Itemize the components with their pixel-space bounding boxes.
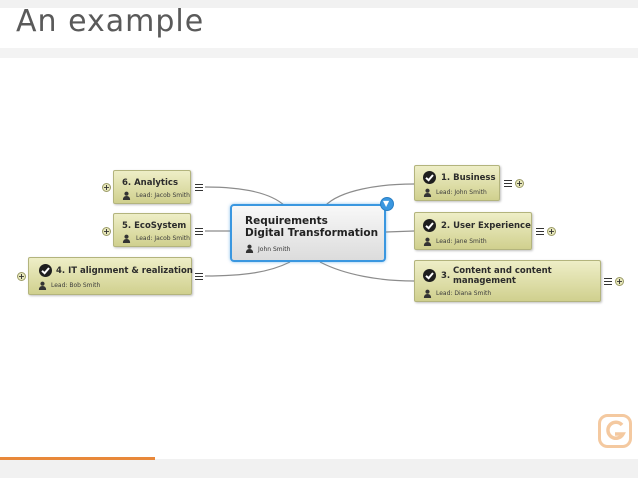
plus-icon[interactable]: + <box>515 179 524 188</box>
node-content-management[interactable]: 3. Content and content management Lead: … <box>414 260 601 302</box>
checkmark-icon <box>39 264 52 277</box>
central-owner: John Smith <box>258 246 291 253</box>
node-title: 2. User Experience <box>441 221 531 231</box>
footer-bar <box>0 459 638 478</box>
node-title: Content and content management <box>453 266 552 286</box>
notes-icon[interactable] <box>195 184 203 191</box>
person-icon <box>38 281 47 290</box>
node-title: 1. Business <box>441 173 496 183</box>
central-title-line1: Requirements <box>245 215 328 227</box>
link-it <box>204 261 291 277</box>
footer-accent-line <box>0 457 155 460</box>
link-content <box>319 261 415 282</box>
node-title: 5. EcoSystem <box>122 221 187 231</box>
node-title-line1: Content and content <box>453 266 552 276</box>
link-business <box>324 183 415 207</box>
central-title-line2: Digital Transformation <box>245 227 379 239</box>
node-lead: Lead: Jane Smith <box>436 238 487 245</box>
notes-icon[interactable] <box>604 278 612 285</box>
checkmark-icon <box>423 171 436 184</box>
link-analytics <box>204 186 286 207</box>
person-icon <box>122 234 131 243</box>
node-lead: Lead: Jacob Smith <box>136 235 190 242</box>
node-ecosystem[interactable]: 5. EcoSystem Lead: Jacob Smith <box>113 213 191 247</box>
node-title-line2: management <box>453 276 516 286</box>
node-user-experience[interactable]: 2. User Experience Lead: Jane Smith <box>414 212 532 250</box>
person-icon <box>122 191 131 200</box>
plus-icon[interactable]: + <box>615 277 624 286</box>
top-strip <box>0 0 638 8</box>
link-ux <box>385 230 415 233</box>
plus-icon[interactable]: + <box>102 183 111 192</box>
notes-icon[interactable] <box>195 228 203 235</box>
central-topic[interactable]: Requirements Digital Transformation John… <box>230 204 386 262</box>
slide-title: An example <box>16 4 205 39</box>
person-icon <box>423 188 432 197</box>
notes-icon[interactable] <box>504 180 512 187</box>
plus-icon[interactable]: + <box>547 227 556 236</box>
plus-icon[interactable]: + <box>102 227 111 236</box>
node-title: 4. IT alignment & realization <box>56 266 193 276</box>
node-analytics[interactable]: 6. Analytics Lead: Jacob Smith <box>113 170 191 204</box>
g-logo <box>598 414 632 448</box>
node-lead: Lead: John Smith <box>436 189 487 196</box>
notes-icon[interactable] <box>195 273 203 280</box>
node-title-number: 3. <box>441 271 451 281</box>
person-icon <box>423 289 432 298</box>
node-lead: Lead: Bob Smith <box>51 282 101 289</box>
node-it-alignment[interactable]: 4. IT alignment & realization Lead: Bob … <box>28 257 193 295</box>
node-title: 6. Analytics <box>122 178 178 188</box>
node-business[interactable]: 1. Business Lead: John Smith <box>414 165 500 201</box>
title-divider <box>0 48 638 58</box>
checkmark-icon <box>423 269 436 282</box>
person-icon <box>423 237 432 246</box>
person-icon <box>245 244 254 253</box>
checkmark-icon <box>423 219 436 232</box>
notes-icon[interactable] <box>536 228 544 235</box>
node-lead: Lead: Jacob Smith <box>136 192 190 199</box>
plus-icon[interactable]: + <box>17 272 26 281</box>
node-lead: Lead: Diana Smith <box>436 290 492 297</box>
central-title: Requirements Digital Transformation <box>245 215 378 239</box>
collapse-arrow-icon[interactable]: ▼ <box>380 197 394 211</box>
